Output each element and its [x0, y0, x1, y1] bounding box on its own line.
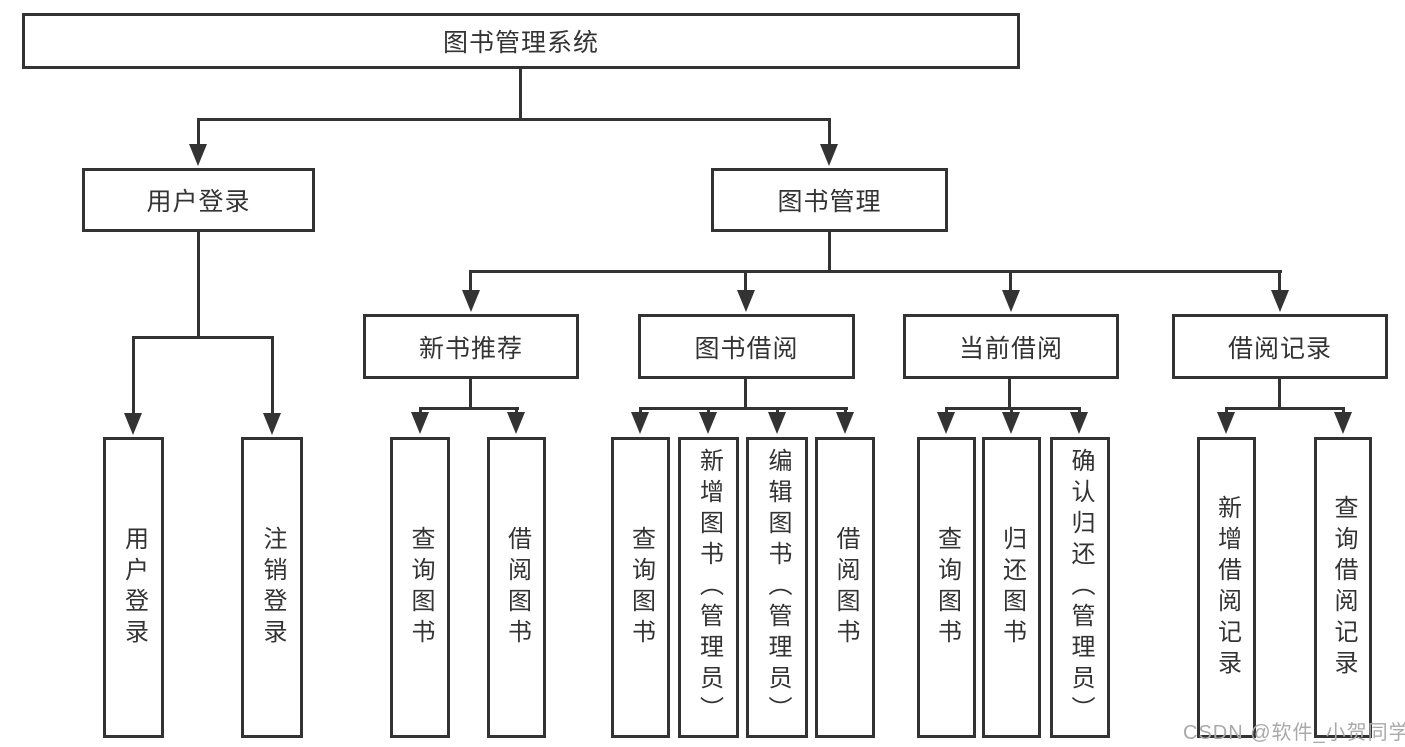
leaf-newbooks-borrow-books-label: 借阅图书 — [503, 525, 531, 650]
arrowhead-leaf-login — [124, 413, 142, 435]
leaf-current-return-books: 归还图书 — [982, 437, 1041, 738]
node-new-books: 新书推荐 — [363, 314, 579, 379]
connector-root-hline — [197, 118, 831, 121]
leaf-newbooks-borrow-books: 借阅图书 — [487, 437, 546, 738]
leaf-logout: 注销登录 — [241, 437, 303, 738]
arrowhead-bb-query — [631, 412, 649, 434]
connector-mgmt-hline — [470, 270, 1282, 273]
leaf-current-confirm-return: 确认归还（管理员） — [1050, 437, 1110, 738]
leaf-newbooks-query-books-label: 查询图书 — [407, 525, 434, 650]
leaf-user-login-label: 用户登录 — [120, 525, 148, 650]
connector-leaf-login-stem — [132, 336, 135, 413]
connector-mgmt-down — [828, 232, 831, 270]
node-borrow-records: 借阅记录 — [1172, 314, 1388, 379]
connector-to-new-books-stem — [469, 270, 472, 292]
leaf-current-query-books: 查询图书 — [917, 437, 976, 738]
leaf-records-query-record: 查询借阅记录 — [1314, 437, 1372, 738]
leaf-borrow-edit-books: 编辑图书（管理员） — [746, 437, 808, 738]
leaf-newbooks-query-books: 查询图书 — [390, 437, 450, 738]
arrowhead-to-new-books — [462, 290, 480, 312]
arrowhead-cb-return — [1002, 412, 1020, 434]
leaf-borrow-query-books: 查询图书 — [611, 437, 670, 738]
node-library-system-label: 图书管理系统 — [442, 29, 599, 57]
leaf-records-add-record-label: 新增借阅记录 — [1213, 494, 1241, 681]
arrowhead-to-book-mgmt — [820, 144, 838, 166]
connector-new-books-down — [469, 379, 472, 407]
arrowhead-bb-add — [699, 412, 717, 434]
leaf-borrow-add-books: 新增图书（管理员） — [678, 437, 739, 738]
arrowhead-cb-confirm — [1070, 412, 1088, 434]
connector-to-current-borrow-stem — [1009, 270, 1012, 292]
node-book-mgmt-label: 图书管理 — [777, 188, 882, 216]
node-current-borrow-label: 当前借阅 — [958, 334, 1063, 363]
arrowhead-bb-borrow — [836, 412, 854, 434]
watermark: CSDN @软件_小贺同学 — [1183, 722, 1405, 744]
leaf-records-add-record: 新增借阅记录 — [1197, 437, 1256, 738]
node-user-login: 用户登录 — [82, 168, 315, 232]
connector-book-borrow-down — [744, 379, 747, 407]
leaf-current-query-books-label: 查询图书 — [933, 525, 961, 650]
arrowhead-to-user-login — [189, 144, 207, 166]
leaf-borrow-edit-books-label: 编辑图书（管理员） — [764, 448, 791, 727]
node-book-borrow: 图书借阅 — [638, 314, 855, 379]
node-borrow-records-label: 借阅记录 — [1227, 334, 1332, 363]
connector-root-stem — [519, 69, 522, 118]
connector-borrow-records-down — [1278, 379, 1281, 407]
leaf-borrow-borrow-books-label: 借阅图书 — [832, 525, 859, 650]
arrowhead-nb-query — [411, 412, 429, 434]
arrowhead-br-add — [1217, 412, 1235, 434]
leaf-records-query-record-label: 查询借阅记录 — [1330, 494, 1357, 681]
node-book-borrow-label: 图书借阅 — [694, 334, 799, 363]
leaf-current-return-books-label: 归还图书 — [998, 525, 1026, 650]
connector-login-down — [197, 232, 200, 336]
arrowhead-leaf-logout — [263, 413, 281, 435]
connector-borrow-records-hline — [1225, 407, 1345, 410]
leaf-borrow-query-books-label: 查询图书 — [627, 525, 655, 650]
arrowhead-cb-query — [937, 412, 955, 434]
leaf-logout-label: 注销登录 — [259, 525, 286, 650]
arrowhead-to-current-borrow — [1002, 290, 1020, 312]
connector-to-book-mgmt-stem — [828, 118, 831, 148]
node-book-mgmt: 图书管理 — [711, 168, 948, 232]
leaf-current-confirm-return-label: 确认归还（管理员） — [1067, 448, 1094, 727]
connector-current-borrow-down — [1008, 379, 1011, 407]
arrowhead-bb-edit — [768, 412, 786, 434]
arrowhead-to-book-borrow — [737, 290, 755, 312]
connector-current-borrow-hline — [945, 407, 1081, 410]
connector-book-borrow-hline — [639, 407, 848, 410]
arrowhead-to-borrow-records — [1271, 290, 1289, 312]
arrowhead-br-query — [1334, 412, 1352, 434]
connector-login-hline — [132, 336, 274, 339]
connector-leaf-logout-stem — [271, 336, 274, 413]
node-user-login-label: 用户登录 — [146, 188, 251, 216]
node-library-system: 图书管理系统 — [22, 13, 1020, 69]
leaf-user-login: 用户登录 — [103, 437, 164, 738]
node-current-borrow: 当前借阅 — [903, 314, 1119, 379]
connector-new-books-hline — [419, 407, 519, 410]
connector-to-borrow-records-stem — [1278, 270, 1281, 292]
arrowhead-nb-borrow — [507, 412, 525, 434]
leaf-borrow-borrow-books: 借阅图书 — [815, 437, 875, 738]
leaf-borrow-add-books-label: 新增图书（管理员） — [695, 448, 723, 727]
connector-to-user-login-stem — [197, 118, 200, 148]
connector-to-book-borrow-stem — [744, 270, 747, 292]
node-new-books-label: 新书推荐 — [418, 334, 523, 363]
